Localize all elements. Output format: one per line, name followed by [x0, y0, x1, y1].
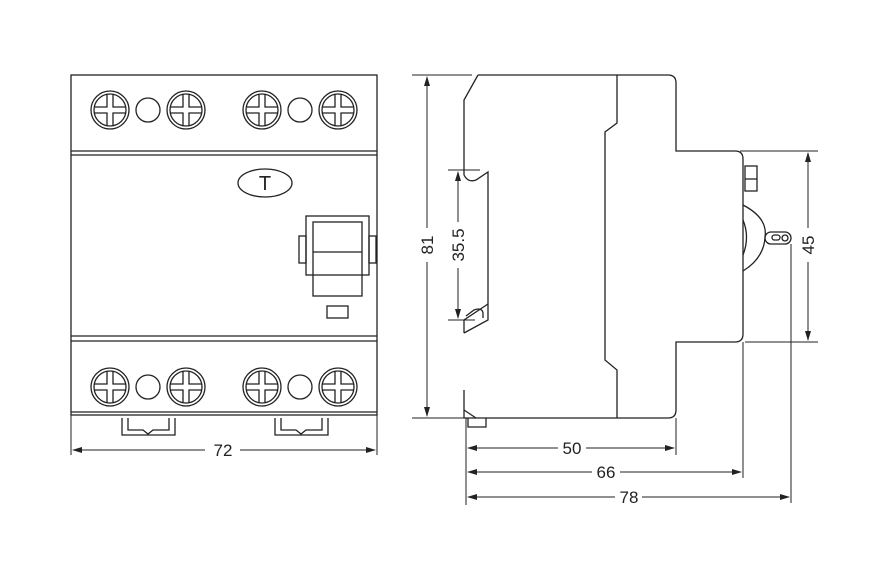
terminal-hole — [135, 97, 161, 123]
din-clips — [121, 418, 329, 436]
rail-dimension: 35.5 — [448, 169, 480, 321]
status-window — [326, 305, 349, 319]
terminal-screw-icon — [242, 367, 282, 407]
terminal-screw-icon — [166, 90, 206, 130]
lever-handle — [764, 231, 792, 245]
terminal-screw-icon — [90, 367, 130, 407]
side-view: 81 35.5 45 50 66 — [412, 74, 818, 507]
terminal-hole — [135, 374, 161, 400]
bottom-terminals — [90, 367, 358, 407]
rail-label: 35.5 — [449, 228, 468, 261]
side-body-outline — [463, 74, 744, 419]
height-dimension: 81 — [412, 74, 472, 419]
front-body-outline — [70, 74, 378, 416]
svg-text:T: T — [259, 173, 271, 195]
terminal-screw-icon — [166, 367, 206, 407]
terminal-screw-icon — [90, 90, 130, 130]
terminal-screw-icon — [318, 90, 358, 130]
front-view: T 72 — [70, 74, 378, 460]
toggle-lever — [298, 215, 377, 297]
terminal-screw-icon — [318, 367, 358, 407]
terminal-hole — [287, 97, 313, 123]
width-dimension: 72 — [70, 415, 378, 460]
width-label: 72 — [214, 441, 233, 460]
terminal-hole — [287, 374, 313, 400]
height-label: 81 — [418, 236, 437, 255]
depth-50-label: 50 — [563, 439, 582, 458]
top-terminals — [90, 90, 358, 130]
depth-66-label: 66 — [597, 463, 616, 482]
depth-78-label: 78 — [620, 488, 639, 507]
front-height-label: 45 — [799, 236, 818, 255]
front-height-dimension: 45 — [740, 150, 818, 343]
terminal-screw-icon — [242, 90, 282, 130]
test-button-logo: T — [237, 168, 293, 198]
depth-dimensions: 50 66 78 — [465, 244, 792, 507]
